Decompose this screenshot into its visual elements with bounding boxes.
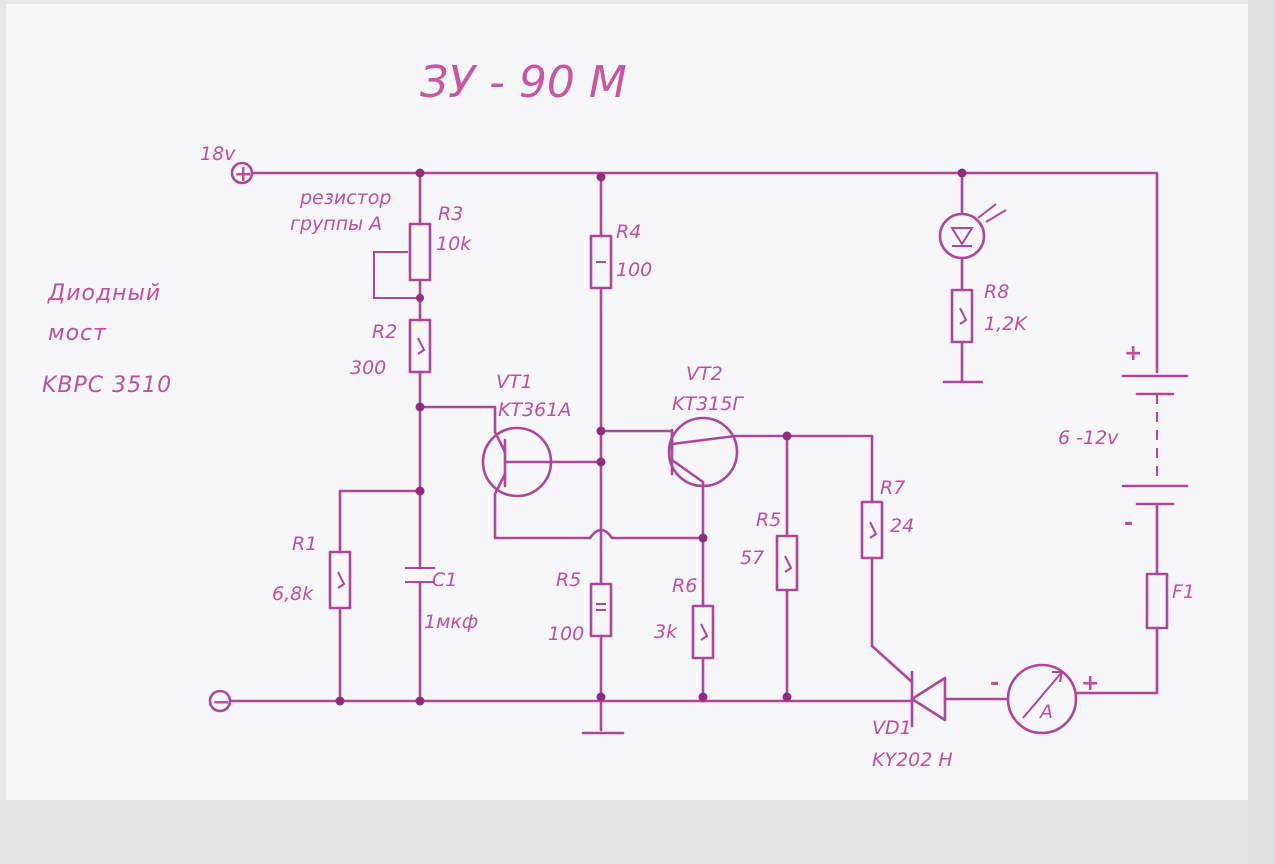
- vt2-leads: [670, 434, 737, 484]
- r3-note-line2: группы А: [290, 213, 382, 235]
- battery-voltage: 6 -12v: [1058, 427, 1119, 449]
- r1-ref: R1: [292, 533, 317, 555]
- battery-cell-bottom: [1121, 484, 1189, 506]
- side-note-line3: KBPC 3510: [42, 373, 172, 398]
- positive-rail: [250, 171, 1159, 374]
- ammeter: [1006, 663, 1078, 735]
- r6-value: 3k: [654, 621, 678, 643]
- r8-ref: R8: [984, 281, 1009, 303]
- vt2-ref: VT2: [686, 363, 723, 385]
- wire-vt1-emitter: [418, 405, 497, 434]
- wire-vt1-collector: [493, 492, 592, 540]
- battery-minus: -: [1124, 511, 1133, 536]
- r7-mark: [869, 521, 878, 539]
- r6-ref: R6: [672, 575, 697, 597]
- r5b-mark: [784, 555, 793, 573]
- side-note-line2: мост: [48, 321, 107, 346]
- f1-ref: F1: [1172, 581, 1195, 603]
- wire-crossover: [588, 528, 705, 540]
- r3-ref: R3: [438, 203, 463, 225]
- r3-wiper: [373, 251, 420, 299]
- led-rays: [977, 203, 1007, 223]
- vt1-value: KT361A: [498, 399, 571, 421]
- r4-ref: R4: [616, 221, 641, 243]
- side-note-line1: Диодный: [47, 281, 161, 306]
- paper-edge: [1248, 0, 1275, 864]
- supply-voltage-label: 18v: [200, 143, 236, 165]
- r5a-ref: R5: [556, 569, 581, 591]
- r5b-value: 57: [740, 547, 764, 569]
- r3-note-line1: резистор: [299, 187, 391, 209]
- r3-value: 10k: [436, 233, 472, 255]
- r1-value: 6,8k: [272, 583, 314, 605]
- r8-mark: [959, 307, 968, 325]
- r5a-value: 100: [548, 623, 584, 645]
- r7-value: 24: [890, 515, 914, 537]
- vt1-ref: VT1: [496, 371, 533, 393]
- positive-terminal-symbol: +: [234, 162, 252, 187]
- battery-plus: +: [1124, 341, 1142, 366]
- vt2-value: KT315Г: [672, 393, 744, 415]
- led-diode: [950, 227, 974, 247]
- wire-r8-ground: [942, 340, 984, 384]
- vd1-value: KY202 H: [872, 749, 953, 771]
- r1-mark: [337, 571, 346, 589]
- negative-terminal-symbol: −: [212, 690, 230, 715]
- r7-ref: R7: [880, 477, 905, 499]
- wire-r1-branch: [338, 489, 422, 554]
- ammeter-needle: [1022, 671, 1064, 719]
- c1-value: 1мкф: [424, 611, 478, 633]
- r2-value: 300: [350, 357, 386, 379]
- r2-ref: R2: [372, 321, 397, 343]
- r5b-ref: R5: [756, 509, 781, 531]
- r2-mark: [417, 337, 426, 355]
- ammeter-symbol: A: [1038, 701, 1053, 723]
- vt1-leads: [493, 430, 553, 496]
- wire-r7-gate: [870, 556, 914, 684]
- junction-dots: [335, 168, 967, 706]
- ammeter-plus: +: [1081, 671, 1099, 696]
- r8-value: 1,2K: [984, 313, 1028, 335]
- paper: [6, 4, 1248, 800]
- title: ЗУ - 90 М: [420, 57, 627, 108]
- r5a-mark: [596, 603, 606, 611]
- wire-vt2-collector: [733, 434, 874, 504]
- r4-value: 100: [616, 259, 652, 281]
- vd1-ref: VD1: [872, 717, 912, 739]
- wire-ammeter-f1: [1074, 626, 1159, 695]
- ammeter-minus: -: [990, 671, 999, 696]
- battery-cell-top: [1121, 374, 1189, 396]
- c1-ref: C1: [432, 569, 457, 591]
- r6-mark: [700, 623, 709, 641]
